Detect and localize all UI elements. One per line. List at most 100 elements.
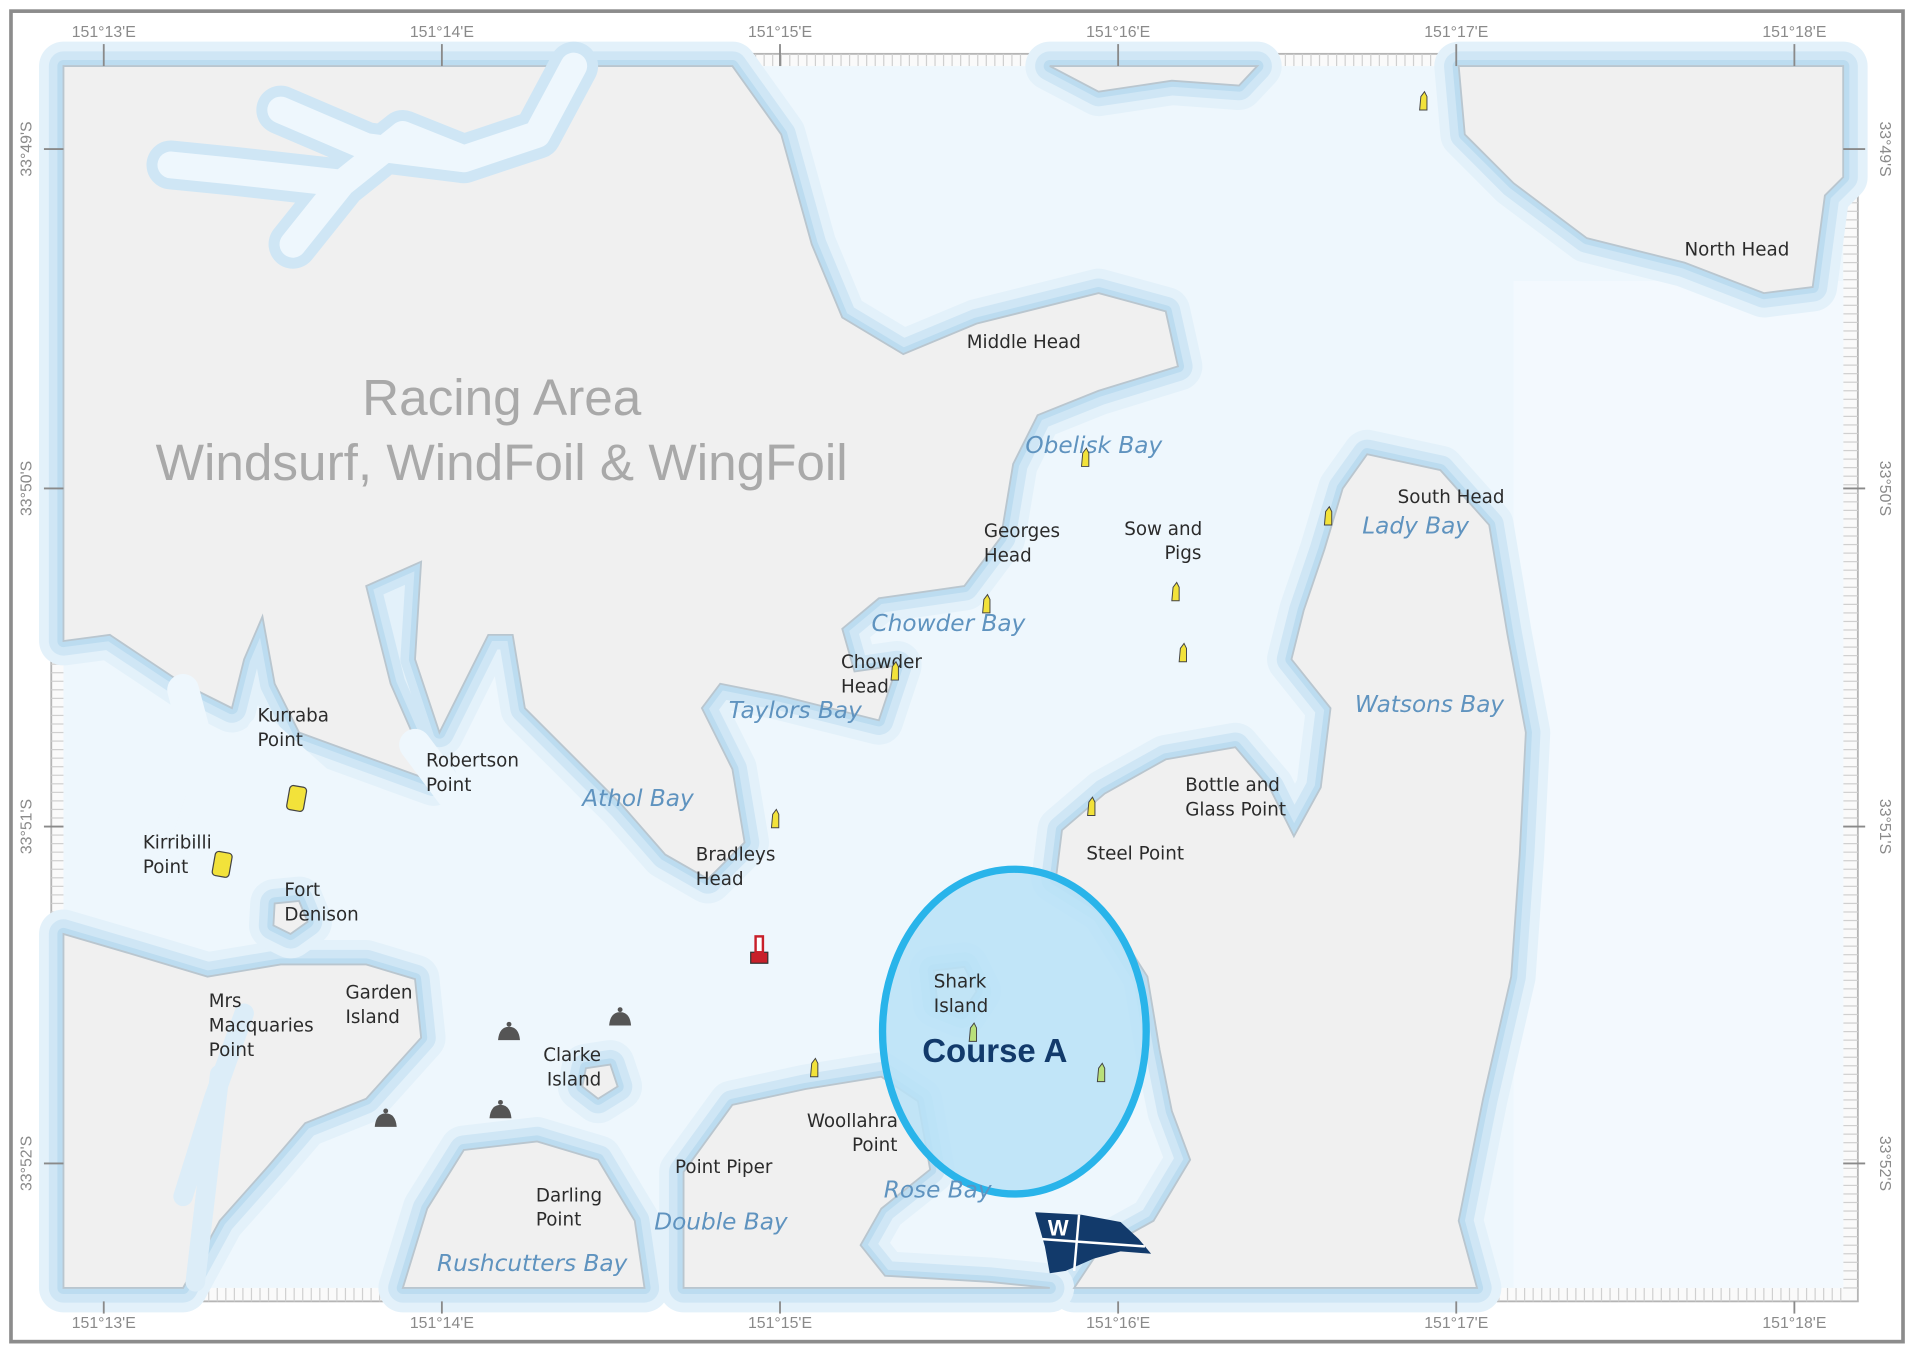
- yellow-buoy-icon: [1087, 796, 1096, 817]
- label-bottle-and-glass-point-2: Glass Point: [1185, 800, 1286, 821]
- yellow-buoy-icon: [809, 1057, 819, 1078]
- label-chowder-head: Chowder: [841, 652, 922, 673]
- label-mrs-macquaries-point-2: Macquaries: [209, 1016, 314, 1037]
- land: [1049, 65, 1260, 93]
- label-darling-point-2: Point: [536, 1210, 581, 1231]
- ocean: [1513, 280, 1844, 1288]
- label-kirribilli-point: Kirribilli: [143, 833, 212, 854]
- club-flag-logo: W: [1035, 1212, 1152, 1274]
- longitude-label: 151°13'E: [72, 24, 136, 41]
- label-athol-bay: Athol Bay: [580, 785, 694, 812]
- label-watsons-bay: Watsons Bay: [1355, 691, 1504, 718]
- label-obelisk-bay: Obelisk Bay: [1025, 432, 1162, 459]
- label-south-head: South Head: [1398, 487, 1505, 508]
- label-robertson-point: Robertson: [426, 751, 519, 772]
- special-mark-buoy-icon: [211, 850, 233, 878]
- latitude-label: 33°52'S: [1876, 1136, 1893, 1191]
- yellow-buoy-icon: [1171, 581, 1180, 602]
- racing-area-title: Racing Area: [362, 369, 642, 426]
- label-clarke-island-2: Island: [547, 1069, 601, 1090]
- buoys: [211, 90, 1428, 1083]
- special-mark-buoy-icon: [286, 784, 308, 812]
- moorings: [374, 1007, 632, 1127]
- label-kurraba-point: Kurraba: [258, 706, 329, 727]
- yellow-buoy-icon: [1323, 505, 1333, 526]
- longitude-label: 151°16'E: [1086, 1315, 1150, 1332]
- course-mark-icon: [1096, 1062, 1106, 1083]
- label-shark-island: Shark: [934, 972, 987, 993]
- longitude-label: 151°14'E: [410, 1315, 474, 1332]
- racing-area-subtitle: Windsurf, WindFoil & WingFoil: [156, 434, 848, 491]
- label-sow-and-pigs-2: Pigs: [1165, 543, 1202, 564]
- course-mark-icon: [968, 1022, 978, 1042]
- longitude-labels-top: 151°13'E 151°14'E 151°15'E 151°16'E 151°17'E…: [72, 24, 1826, 67]
- label-woollahra-point: Woollahra: [807, 1111, 898, 1132]
- latitude-labels-right: 33°49'S 33°50'S 33°51'S 33°52'S: [1843, 121, 1893, 1191]
- label-chowder-head-2: Head: [841, 676, 889, 697]
- label-north-head: North Head: [1685, 239, 1790, 260]
- label-lady-bay: Lady Bay: [1362, 513, 1469, 540]
- label-woollahra-point-2: Point: [852, 1135, 897, 1156]
- course-a-label: Course A: [922, 1032, 1067, 1069]
- mooring-icon: [374, 1113, 397, 1127]
- longitude-label: 151°18'E: [1762, 1315, 1826, 1332]
- mooring-icon-top: [498, 1099, 503, 1105]
- label-bradleys-head-2: Head: [696, 869, 744, 890]
- longitude-label: 151°13'E: [72, 1315, 136, 1332]
- longitude-label: 151°17'E: [1424, 24, 1488, 41]
- land-masses: [39, 41, 1868, 1313]
- course-a-area[interactable]: [878, 865, 1150, 1198]
- label-double-bay: Double Bay: [654, 1208, 788, 1235]
- longitude-label: 151°18'E: [1762, 24, 1826, 41]
- label-darling-point: Darling: [536, 1185, 602, 1206]
- yellow-buoy-icon: [982, 593, 991, 614]
- label-mrs-macquaries-point: Mrs: [209, 991, 242, 1012]
- label-garden-island-2: Island: [345, 1007, 399, 1028]
- longitude-label: 151°17'E: [1424, 1315, 1488, 1332]
- label-kirribilli-point-2: Point: [143, 857, 188, 878]
- latitude-label: 33°52'S: [19, 1136, 36, 1191]
- label-robertson-point-2: Point: [426, 775, 471, 796]
- latitude-labels-left: 33°49'S33°50'S33°51'S33°52'S: [19, 121, 64, 1191]
- land: [401, 1140, 646, 1289]
- label-mrs-macquaries-point-3: Point: [209, 1040, 254, 1061]
- yellow-buoy-icon: [1178, 642, 1187, 663]
- mooring-icon: [489, 1104, 512, 1119]
- land: [1054, 453, 1527, 1289]
- label-georges-head: Georges: [984, 521, 1060, 542]
- red-beacon-icon: [750, 935, 769, 964]
- woolloomooloo-bay: [173, 1003, 254, 1292]
- mooring-icon-top: [383, 1108, 389, 1114]
- yellow-buoy-icon: [890, 660, 899, 681]
- label-fort-denison: Fort: [284, 880, 320, 901]
- coves: [130, 673, 468, 920]
- longitude-label: 151°14'E: [410, 24, 474, 41]
- longitude-labels-bottom: 151°13'E 151°14'E 151°15'E 151°16'E 151°17'E…: [72, 1301, 1826, 1332]
- land: [1457, 65, 1845, 295]
- mooring-icon-top: [506, 1021, 512, 1027]
- latitude-label: 33°50'S: [1876, 461, 1893, 516]
- place-labels: North Head Middle Head South Head George…: [143, 239, 1790, 1230]
- label-chowder-bay: Chowder Bay: [872, 610, 1026, 637]
- latitude-label: 33°50'S: [19, 461, 36, 516]
- label-clarke-island: Clarke: [543, 1045, 601, 1066]
- label-bottle-and-glass-point: Bottle and: [1185, 775, 1280, 796]
- mooring-icon: [498, 1026, 521, 1041]
- label-middle-head: Middle Head: [967, 332, 1081, 353]
- label-sow-and-pigs: Sow and: [1124, 519, 1202, 540]
- label-garden-island: Garden: [345, 983, 412, 1004]
- bay-labels: Obelisk Bay Lady Bay Chowder Bay Taylors…: [437, 432, 1504, 1277]
- land: [581, 1063, 619, 1100]
- latitude-label: 33°51'S: [1876, 799, 1893, 854]
- longitude-label: 151°16'E: [1086, 24, 1150, 41]
- land: [682, 1075, 1050, 1289]
- label-point-piper: Point Piper: [675, 1157, 773, 1178]
- longitude-label: 151°15'E: [748, 1315, 812, 1332]
- mooring-icon-top: [617, 1007, 623, 1013]
- label-shark-island-2: Island: [934, 996, 988, 1017]
- latitude-label: 33°49'S: [1876, 121, 1893, 176]
- label-rushcutters-bay: Rushcutters Bay: [437, 1250, 628, 1277]
- longitude-label: 151°15'E: [748, 24, 812, 41]
- land: [62, 65, 1180, 881]
